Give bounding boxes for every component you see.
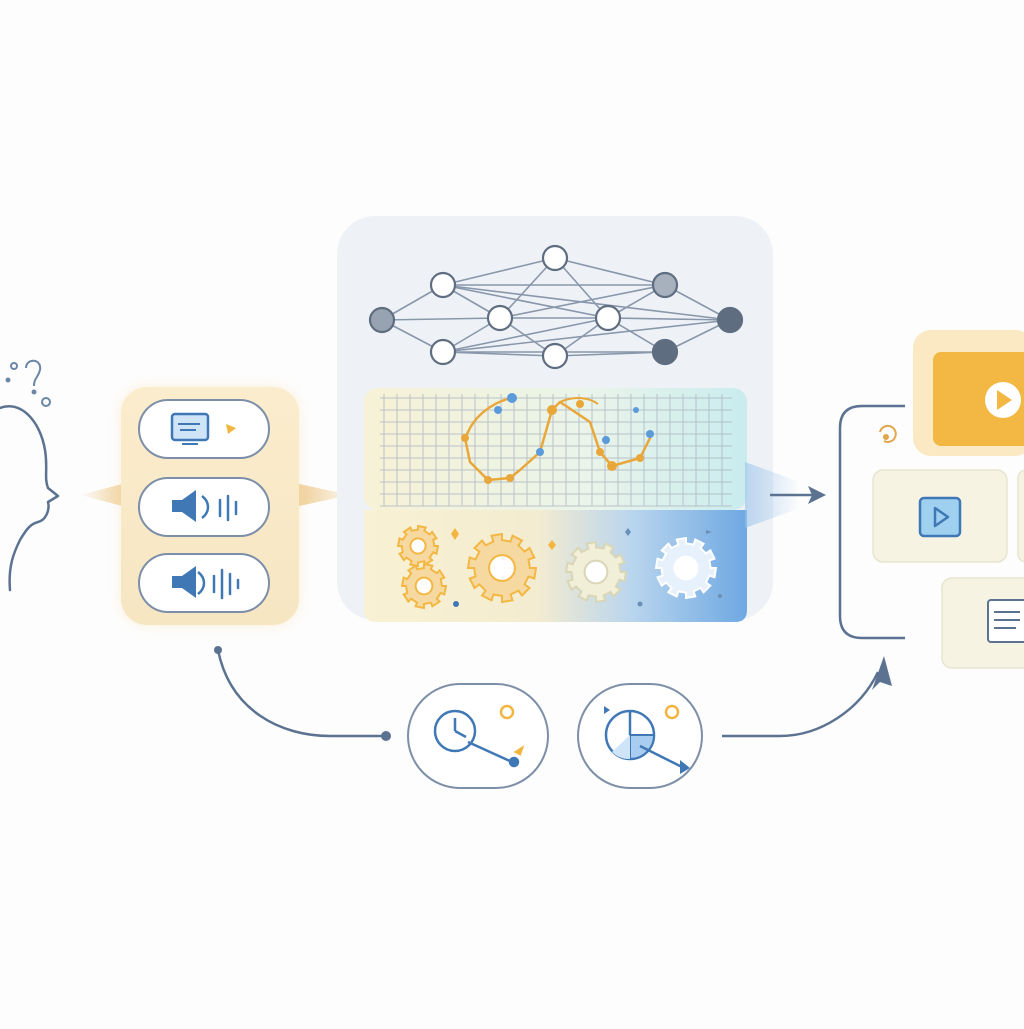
- feedback-arrowhead: [872, 656, 892, 690]
- play-icon: [985, 382, 1021, 418]
- sparkle-icons: [451, 528, 722, 607]
- speaker-icon: [172, 566, 206, 598]
- pie-timer-node[interactable]: [577, 683, 703, 789]
- spark-icon: [226, 424, 236, 434]
- output-card-play[interactable]: [913, 330, 1024, 456]
- input-modalities-panel: [80, 387, 350, 625]
- video-icon: [918, 496, 962, 538]
- thought-bubbles-icon: [5, 359, 51, 407]
- outputs-group: [838, 330, 1024, 669]
- gear-icon-hub: [414, 576, 434, 596]
- gears-band: [364, 510, 747, 622]
- sound-wave-icon: [212, 568, 240, 600]
- feedback-line-right: [722, 671, 880, 738]
- neural-network: [368, 244, 744, 370]
- model-panel: [337, 216, 773, 622]
- clock-icon: [433, 709, 520, 768]
- gear-icon-hub: [409, 537, 427, 555]
- gear-icon-hub: [673, 555, 699, 581]
- gear-icon-hub: [583, 559, 609, 585]
- speaker-icon: [172, 490, 210, 522]
- screen-icon: [170, 412, 210, 445]
- feedback-line-left: [216, 649, 386, 738]
- document-icon: [987, 599, 1024, 643]
- nn-node: [429, 271, 457, 299]
- output-card-video[interactable]: [872, 469, 1008, 563]
- pie-timer-icon: [604, 706, 690, 774]
- small-gear-icon: [499, 704, 525, 756]
- nn-node: [594, 304, 622, 332]
- output-card-document[interactable]: [941, 577, 1024, 669]
- feedback-loop: [214, 646, 892, 789]
- small-gear-icon: [664, 704, 680, 720]
- nn-node: [429, 338, 457, 366]
- trend-points: [461, 393, 654, 484]
- nn-node: [486, 304, 514, 332]
- nn-node: [541, 342, 569, 370]
- clock-node[interactable]: [407, 683, 549, 789]
- recycle-icon: [879, 425, 897, 443]
- nn-node: [651, 338, 679, 366]
- output-card-partial[interactable]: [1017, 469, 1024, 563]
- modality-pill-audio-2[interactable]: [138, 553, 270, 613]
- outputs-bracket: [838, 404, 905, 640]
- modality-pill-screen[interactable]: [138, 399, 270, 459]
- nn-node: [368, 306, 396, 334]
- nn-node: [716, 306, 744, 334]
- modality-pill-audio-1[interactable]: [138, 477, 270, 537]
- nn-node: [541, 244, 569, 272]
- data-grid: [364, 388, 747, 510]
- head-profile-icon: [0, 405, 60, 592]
- nn-node: [651, 271, 679, 299]
- gear-icon-hub: [488, 554, 516, 582]
- sound-wave-icon: [218, 494, 238, 522]
- model-output-arrow: [745, 462, 826, 528]
